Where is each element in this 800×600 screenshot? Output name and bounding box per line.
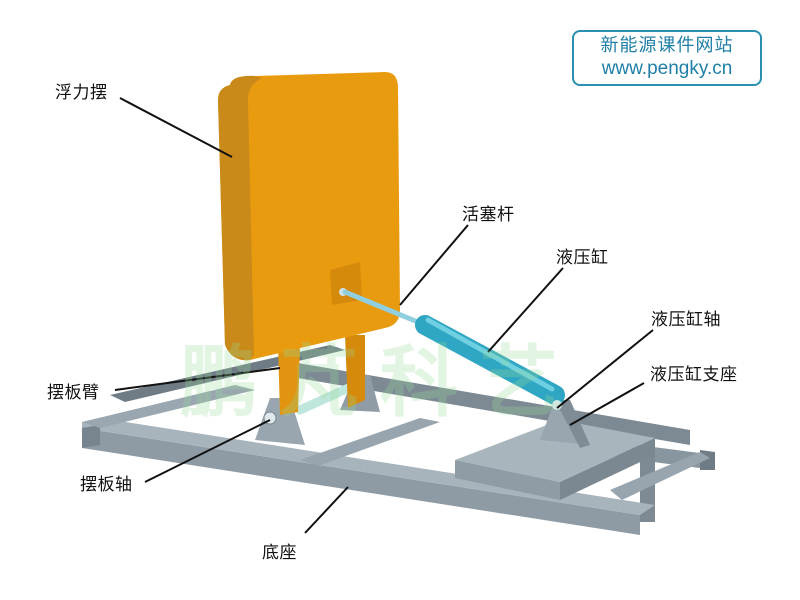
label-piston-rod: 活塞杆 [462,205,515,225]
label-hydraulic-cylinder: 液压缸 [556,248,609,268]
brand-badge: 新能源课件网站 www.pengky.cn [572,30,762,86]
pendulum-shaft [295,380,360,415]
label-cylinder-shaft: 液压缸轴 [651,310,721,330]
piston-rod [342,289,428,328]
watermark: 鹏芃科艺 [180,338,581,428]
leader-lines [114,97,654,534]
float-pendulum [218,72,400,361]
pendulum-arms [278,335,365,415]
label-cylinder-support: 液压缸支座 [650,365,738,385]
label-pendulum-arm: 摆板臂 [47,383,100,403]
label-base: 底座 [262,543,297,563]
brand-title: 新能源课件网站 [600,35,734,56]
brand-url: www.pengky.cn [601,58,733,79]
label-float-pendulum: 浮力摆 [55,83,108,103]
hydraulic-cylinder [415,315,565,410]
label-pendulum-shaft: 摆板轴 [80,475,133,495]
